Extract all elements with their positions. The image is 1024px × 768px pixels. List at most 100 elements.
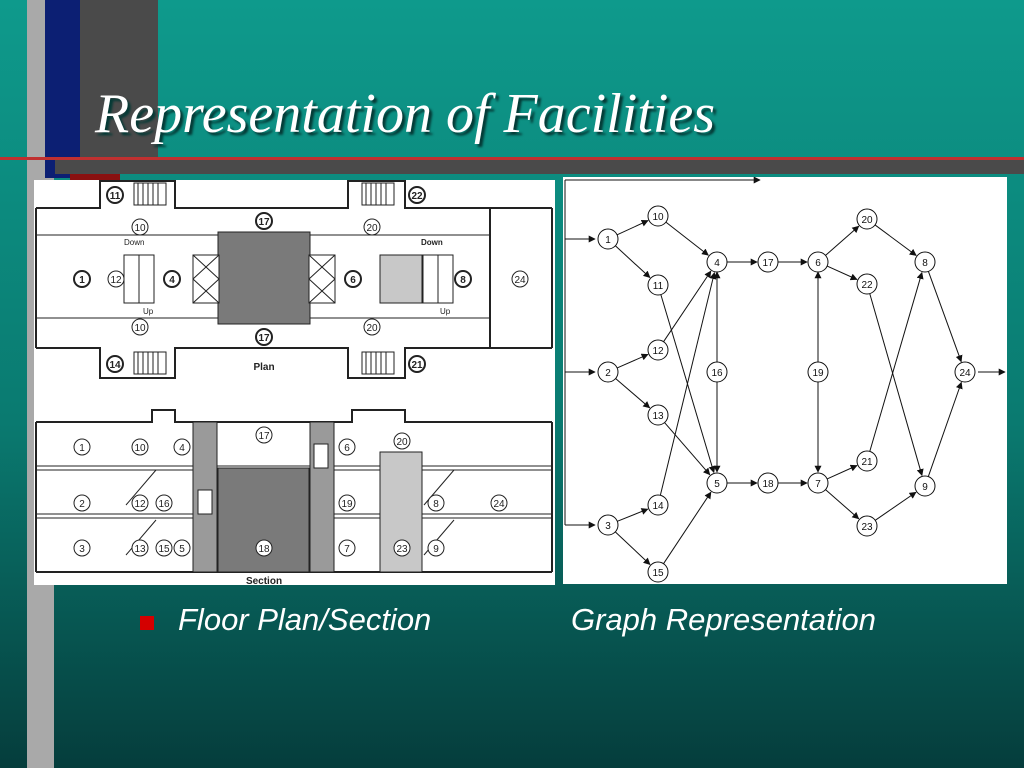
graph-node-5: 5: [706, 472, 728, 494]
graph-node-10: 10: [647, 205, 669, 227]
plan-label: Plan: [253, 362, 274, 373]
section-door: [313, 443, 329, 469]
edge-3-15: [614, 531, 651, 565]
bullet-square: [140, 616, 154, 630]
stair-up-label: Up: [440, 307, 451, 316]
node-label: 15: [652, 568, 664, 579]
room-number: 17: [258, 217, 270, 228]
room-number: 16: [158, 499, 170, 510]
stair-down-label: Down: [421, 238, 443, 247]
edge-21-8: [869, 271, 924, 452]
node-label: 14: [652, 501, 664, 512]
room-number: 20: [366, 323, 378, 334]
title-underline: [0, 157, 1024, 160]
room-number: 22: [411, 191, 423, 202]
graph-node-16: 16: [706, 361, 728, 383]
section-room-20: 20: [393, 432, 411, 450]
section-room-1: 1: [73, 438, 91, 456]
room-number: 1: [79, 275, 85, 286]
caption-floor-plan: Floor Plan/Section: [178, 602, 432, 637]
room-number: 24: [493, 499, 505, 510]
edge-7-21: [826, 464, 858, 480]
section-door: [197, 489, 213, 515]
graph-io-arrows: [564, 177, 1006, 529]
section-room-16: 16: [155, 494, 173, 512]
graph-node-3: 3: [597, 514, 619, 536]
node-label: 1: [605, 235, 611, 246]
plan-room-11: 11: [106, 186, 124, 204]
node-label: 17: [762, 258, 774, 269]
room-number: 13: [134, 544, 146, 555]
edge-12-4: [663, 270, 712, 342]
node-label: 23: [861, 522, 873, 533]
plan-room-14: 14: [106, 355, 124, 373]
plan-room-24: 24: [511, 270, 529, 288]
node-label: 19: [812, 368, 824, 379]
room-number: 8: [460, 275, 466, 286]
graph-node-6: 6: [807, 251, 829, 273]
edge-2-12: [616, 353, 649, 369]
edge-13-5: [664, 422, 711, 476]
graph-node-2: 2: [597, 361, 619, 383]
caption-graph: Graph Representation: [571, 602, 877, 637]
section-room-15: 15: [155, 539, 173, 557]
page-title: Representation of Facilities: [95, 83, 716, 145]
room-number: 12: [110, 275, 122, 286]
graph-node-15: 15: [647, 561, 669, 583]
section-room-3: 3: [73, 539, 91, 557]
graph-node-4: 4: [706, 251, 728, 273]
edge-23-9: [874, 491, 917, 521]
section-room-10: 10: [131, 438, 149, 456]
section-room-6: 6: [338, 438, 356, 456]
room-number: 1: [79, 443, 85, 454]
section-room-12: 12: [131, 494, 149, 512]
section-room-7: 7: [338, 539, 356, 557]
edge-22-9: [869, 293, 924, 477]
elevators: [192, 254, 336, 304]
room-number: 10: [134, 323, 146, 334]
plan-room-10: 10: [131, 318, 149, 336]
plan-room-10: 10: [131, 218, 149, 236]
room-number: 7: [344, 544, 350, 555]
room-number: 6: [350, 275, 356, 286]
node-label: 22: [861, 280, 873, 291]
room-number: 17: [258, 431, 270, 442]
room-number: 4: [179, 443, 185, 454]
node-label: 21: [861, 457, 873, 468]
plan-room-12: 12: [107, 270, 125, 288]
section-room-17: 17: [255, 426, 273, 444]
room-number: 12: [134, 499, 146, 510]
edge-15-5: [663, 491, 712, 564]
graph-node-24: 24: [954, 361, 976, 383]
central-core: [217, 231, 311, 325]
room-number: 24: [514, 275, 526, 286]
node-label: 8: [922, 258, 928, 269]
graph-node-20: 20: [856, 208, 878, 230]
stair-up-label: Up: [143, 307, 154, 316]
node-label: 11: [653, 281, 664, 292]
graph-node-8: 8: [914, 251, 936, 273]
room-number: 2: [79, 499, 85, 510]
graph-node-11: 11: [647, 274, 669, 296]
room-number: 19: [341, 499, 353, 510]
plan-room-17: 17: [255, 212, 273, 230]
room-number: 17: [258, 333, 270, 344]
room-number: 3: [79, 544, 85, 555]
section-room-5: 5: [173, 539, 191, 557]
node-label: 24: [959, 368, 971, 379]
edge-2-13: [615, 378, 651, 409]
section-room-2: 2: [73, 494, 91, 512]
edge-6-22: [826, 265, 858, 281]
edge-3-14: [617, 508, 649, 522]
room-number: 10: [134, 223, 146, 234]
plan-room-20: 20: [363, 218, 381, 236]
room-number: 6: [344, 443, 350, 454]
room-number: 15: [158, 544, 170, 555]
section-room-4: 4: [173, 438, 191, 456]
